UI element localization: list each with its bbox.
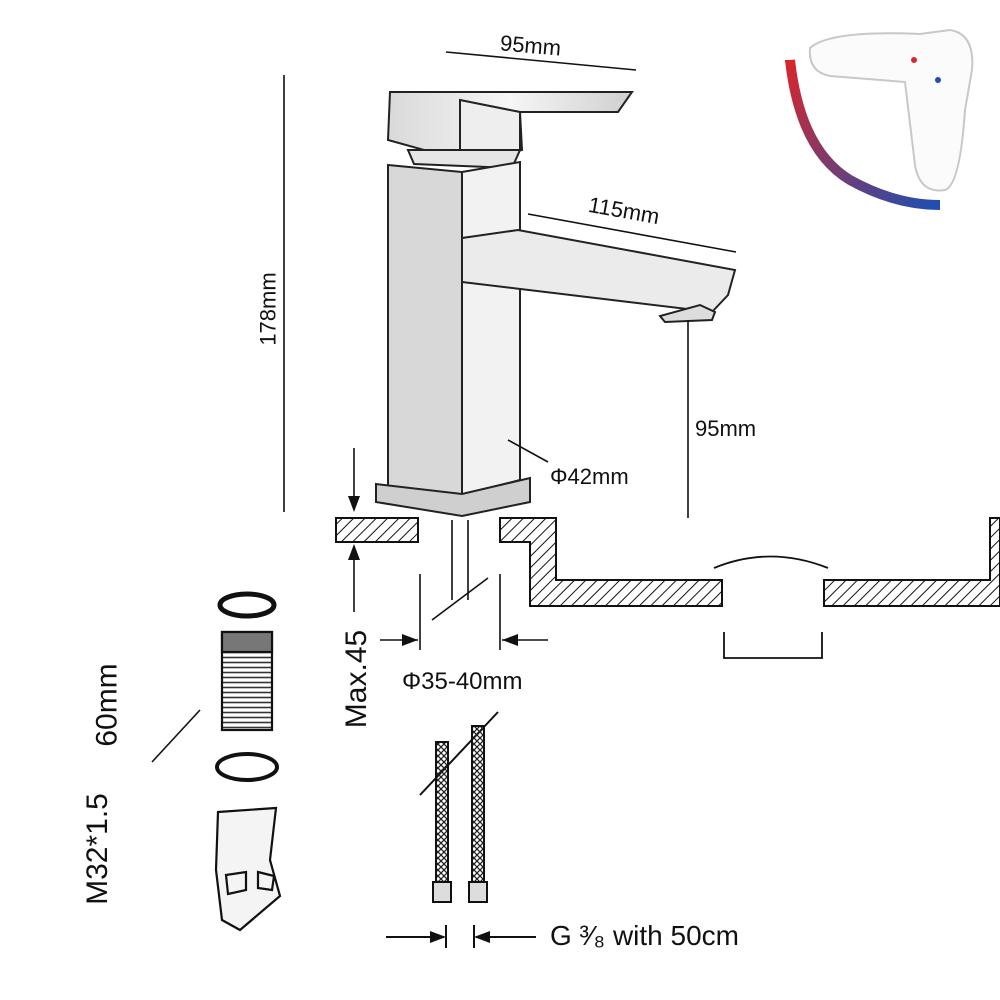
- faucet-body: [375, 91, 737, 518]
- mixer-handle-icon: [808, 28, 974, 192]
- hex-nut: [214, 806, 282, 932]
- hot-cold-arc-icon: [785, 59, 941, 210]
- mounting-kit: [214, 591, 282, 932]
- hose-right: [471, 725, 485, 883]
- body-diameter-label: Φ42mm: [550, 464, 629, 489]
- o-ring-top: [217, 591, 277, 619]
- thread-length-label: 60mm: [90, 663, 124, 747]
- faucet-base: [375, 476, 531, 518]
- counter-section: [335, 517, 1000, 607]
- drain-outline: [713, 555, 829, 659]
- hot-cold-indicator: [785, 28, 974, 210]
- thread-spec-label: M32*1.5: [80, 793, 114, 905]
- faucet-spout: [461, 228, 737, 314]
- faucet-column: [387, 163, 463, 497]
- hole-diameter-label: Φ35-40mm: [402, 668, 523, 695]
- total-height-label: 178mm: [255, 272, 281, 346]
- handle-width-label: 95mm: [499, 30, 563, 61]
- hose-left: [435, 741, 449, 883]
- hose-connector-label: G ³⁄₈ with 50cm: [550, 920, 739, 951]
- spout-height-label: 95mm: [695, 416, 757, 441]
- braided-hoses: [386, 711, 536, 948]
- max-thickness-label: Max.45: [340, 629, 374, 729]
- washer: [215, 752, 279, 782]
